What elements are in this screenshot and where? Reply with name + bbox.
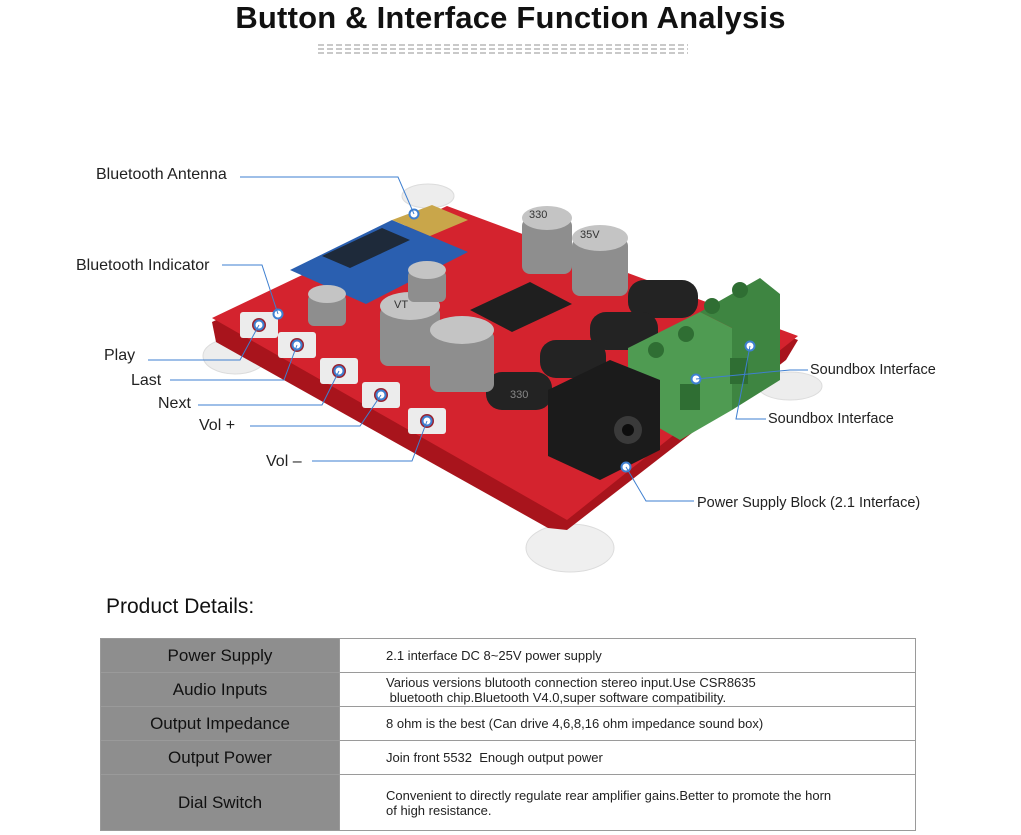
capacitor-marking: 35V [580,229,600,241]
board-illustration: 330 330 35V VT [148,176,823,573]
bluetooth-chip [322,228,410,268]
row-key: Power Supply [100,638,340,673]
capacitors: 330 35V VT [308,206,628,392]
table-row: Audio Inputs Various versions blutooth c… [100,672,916,707]
row-value: 2.1 interface DC 8~25V power supply [339,638,916,673]
inductors: 330 [486,280,698,410]
product-details-heading: Product Details: [106,595,255,618]
row-value: Join front 5532 Enough output power [339,740,916,775]
table-row: Output Impedance 8 ohm is the best (Can … [100,706,916,741]
suction-foot-icon [525,523,615,573]
inductor-marking: 330 [510,389,528,401]
product-details-table: Power Supply 2.1 interface DC 8~25V powe… [100,638,916,831]
callout-vol-down: Vol – [266,453,302,470]
table-row: Output Power Join front 5532 Enough outp… [100,740,916,775]
callout-lines [148,176,808,502]
capacitor-marking: VT [394,299,408,311]
row-value: 8 ohm is the best (Can drive 4,6,8,16 oh… [339,706,916,741]
callout-play: Play [104,347,136,364]
bluetooth-antenna-trace [392,205,468,236]
table-row: Power Supply 2.1 interface DC 8~25V powe… [100,638,916,673]
callout-vol-up: Vol + [199,417,236,434]
table-row: Dial Switch Convenient to directly regul… [100,774,916,831]
board-diagram: 330 330 35V VT [0,60,1021,590]
bluetooth-module [290,220,468,304]
row-key: Output Power [100,740,340,775]
amplifier-chip [470,282,572,332]
callout-bluetooth-indicator: Bluetooth Indicator [76,257,210,274]
callout-soundbox-interface-2: Soundbox Interface [768,411,894,427]
callout-last: Last [131,372,162,389]
callout-power-supply-block: Power Supply Block (2.1 Interface) [697,495,921,511]
row-key: Audio Inputs [100,672,340,707]
callout-soundbox-interface-1: Soundbox Interface [810,362,936,378]
decorative-subtitle-lines [318,42,688,54]
capacitor-marking: 330 [529,209,547,221]
callout-next: Next [158,395,191,412]
row-value: Convenient to directly regulate rear amp… [339,774,916,831]
row-value: Various versions blutooth connection ste… [339,672,916,707]
callout-bluetooth-antenna: Bluetooth Antenna [96,166,227,183]
power-jack [548,360,660,480]
page-title: Button & Interface Function Analysis [235,0,786,35]
row-key: Output Impedance [100,706,340,741]
row-key: Dial Switch [100,774,340,831]
